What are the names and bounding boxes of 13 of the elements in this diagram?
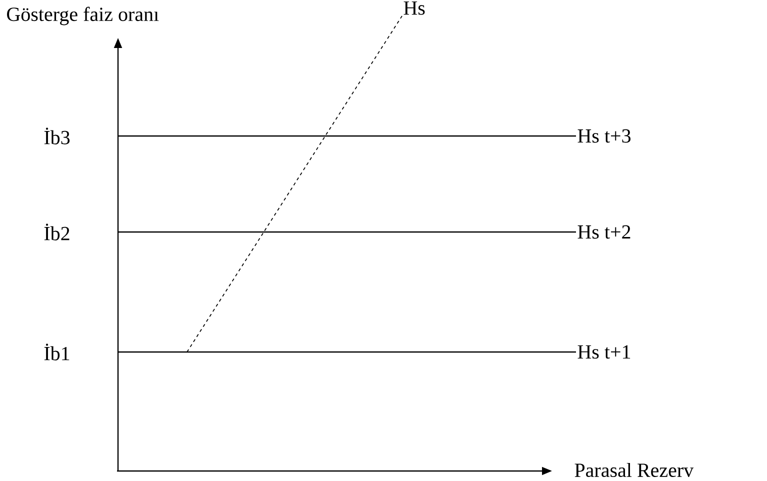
tick-label: İb3: [44, 128, 70, 144]
curve-label: Hs t+2: [578, 225, 630, 239]
tick-label: İb1: [44, 344, 70, 360]
dashed-line: [186, 16, 402, 352]
level-line: [118, 231, 576, 233]
axis-label: Gösterge faiz oranı: [7, 6, 159, 26]
level-line: [118, 351, 576, 353]
curve-label: Hs t+1: [578, 345, 630, 359]
curve-label: Hs t+3: [578, 129, 630, 143]
tick-label: İb2: [44, 224, 70, 240]
axis-label: Parasal Rezerv: [574, 462, 694, 478]
curve-label: Hs: [404, 2, 425, 15]
level-line: [118, 135, 576, 137]
